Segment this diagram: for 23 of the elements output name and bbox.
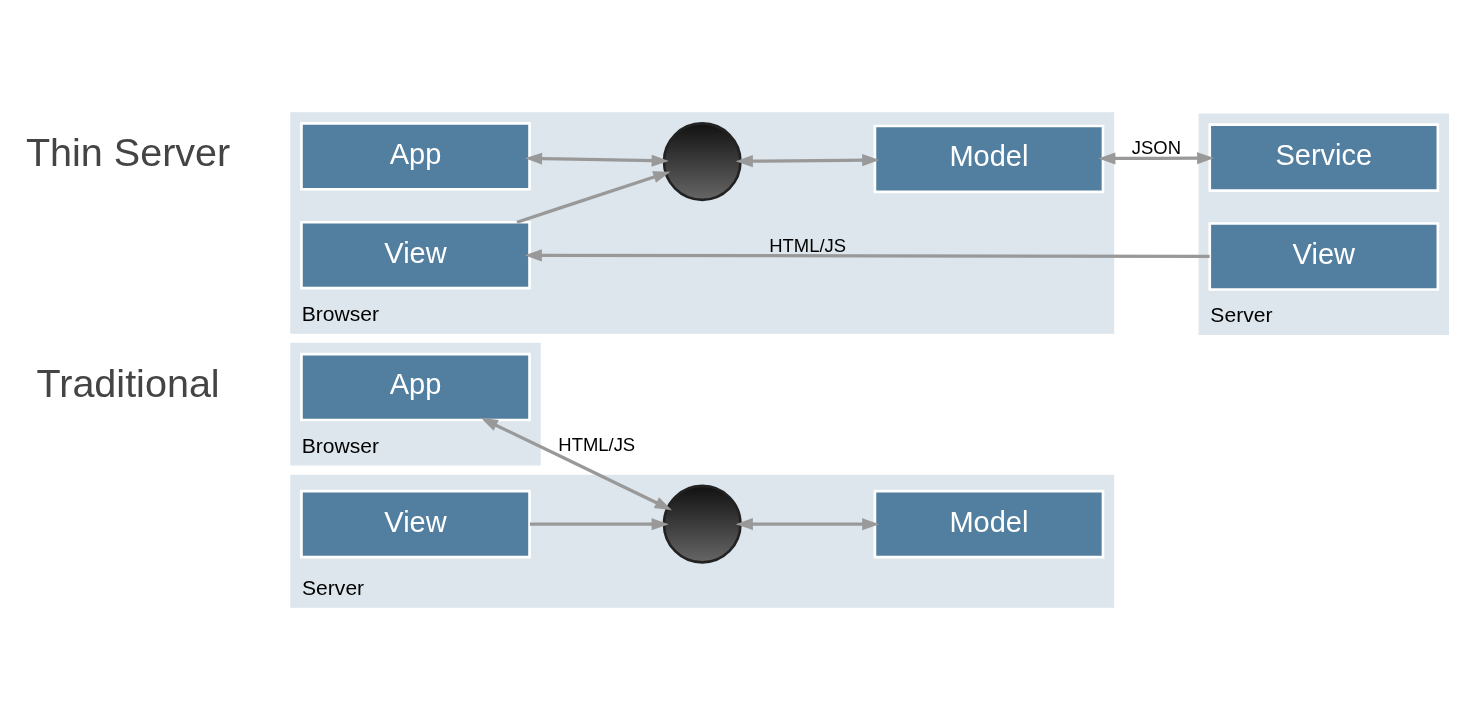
- node-box: View: [300, 220, 531, 290]
- node-box: App: [300, 122, 531, 191]
- node-circle: [662, 484, 742, 564]
- arrow: [516, 171, 671, 224]
- node-box: Service: [1208, 123, 1440, 192]
- arrow: [735, 154, 880, 168]
- arrow: [735, 518, 880, 531]
- edge-label: HTML/JS: [558, 433, 636, 455]
- node-box: Model: [873, 489, 1105, 559]
- node-box: App: [300, 352, 531, 422]
- arrow: [529, 518, 669, 531]
- edge-label: HTML/JS: [769, 234, 847, 256]
- label: Thin Server: [25, 130, 231, 175]
- arrow: [524, 249, 1210, 262]
- arrow: [1098, 152, 1215, 165]
- node-box: View: [300, 489, 531, 559]
- arrow: [524, 152, 669, 167]
- label: Traditional: [36, 360, 220, 405]
- node-box: Model: [873, 124, 1105, 194]
- node-circle: [662, 122, 742, 202]
- arrow: [480, 417, 672, 511]
- edge-label: JSON: [1131, 136, 1181, 158]
- node-box: View: [1208, 222, 1440, 291]
